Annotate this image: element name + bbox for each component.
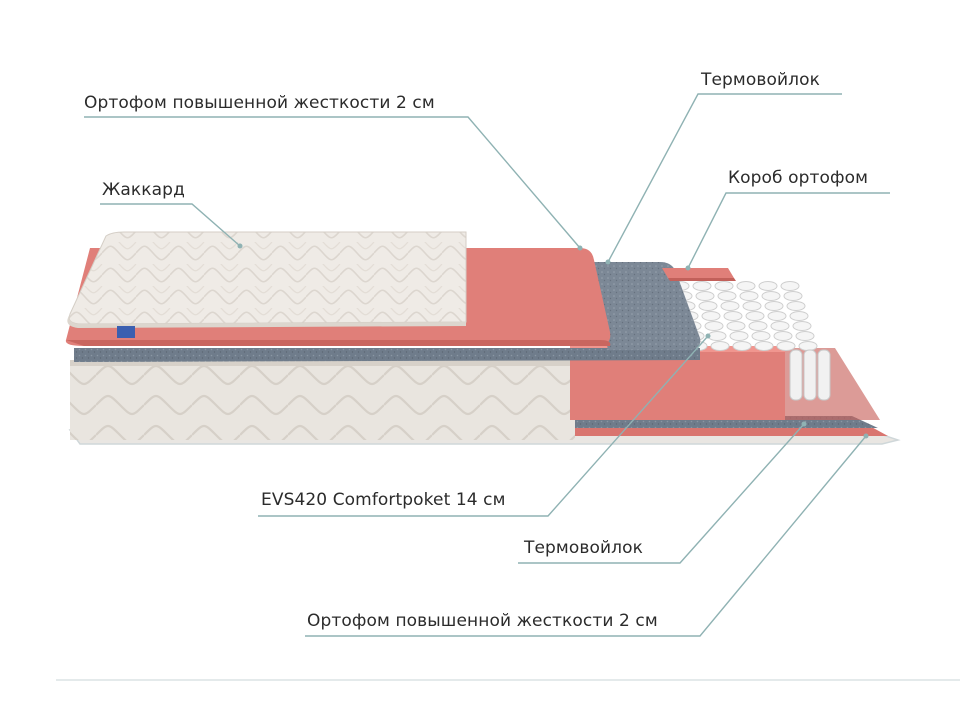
spring-coil-top	[702, 312, 720, 321]
spring-coil-top	[784, 292, 802, 301]
leader-ortofom-bot	[305, 436, 866, 636]
spring-coil-top	[715, 282, 733, 291]
leader-dot-termo-bot	[802, 422, 807, 427]
spring-coil-top	[718, 292, 736, 301]
spring-coil-top	[737, 282, 755, 291]
spring-coil-top	[696, 292, 714, 301]
label-ortofom-bottom: Ортофом повышенной жесткости 2 см	[307, 611, 658, 631]
leader-dot-ortofom-top	[578, 246, 583, 251]
leader-dot-evs	[706, 334, 711, 339]
leader-dot-termo-top	[606, 260, 611, 265]
spring-coil-top	[705, 322, 723, 331]
label-termovoilok-top: Термовойлок	[701, 70, 820, 90]
spring-coil-top	[796, 332, 814, 341]
spring-coil-top	[724, 312, 742, 321]
leader-korob	[688, 193, 890, 268]
felt-layer-middle	[74, 348, 700, 362]
spring-coil-top	[743, 302, 761, 311]
spring-coil-top	[752, 332, 770, 341]
spring-coil-top	[755, 342, 773, 351]
spring-coil-top	[799, 342, 817, 351]
leader-dot-ortofom-bot	[864, 434, 869, 439]
spring-coil-top	[740, 292, 758, 301]
brand-tag	[117, 326, 135, 338]
spring-coil-top	[787, 302, 805, 311]
spring-coil-top	[693, 282, 711, 291]
spring-coil-top	[777, 342, 795, 351]
spring-coil-top	[699, 302, 717, 311]
spring-coil-top	[721, 302, 739, 311]
spring-coil-top	[774, 332, 792, 341]
spring-cylinder	[804, 350, 816, 400]
spring-coil-top	[762, 292, 780, 301]
spring-coil-top	[746, 312, 764, 321]
mattress-side-fabric	[70, 360, 575, 440]
spring-coil-top	[765, 302, 783, 311]
spring-coil-top	[711, 342, 729, 351]
label-korob-ortofom: Короб ортофом	[728, 168, 868, 188]
spring-coil-top	[730, 332, 748, 341]
spring-coil-top	[771, 322, 789, 331]
leader-dot-korob	[686, 266, 691, 271]
spring-coil-top	[733, 342, 751, 351]
spring-coil-top	[749, 322, 767, 331]
label-ortofom-top: Ортофом повышенной жесткости 2 см	[84, 93, 435, 113]
label-termovoilok-bottom: Термовойлок	[524, 538, 643, 558]
spring-coil-top	[768, 312, 786, 321]
spring-coil-top	[790, 312, 808, 321]
spring-coil-top	[781, 282, 799, 291]
spring-cylinder	[790, 350, 802, 400]
spring-coil-top	[708, 332, 726, 341]
label-evs420: EVS420 Comfortpoket 14 см	[261, 490, 506, 510]
spring-coil-top	[759, 282, 777, 291]
label-jacquard: Жаккард	[102, 180, 185, 200]
spring-coil-top	[793, 322, 811, 331]
foam-box-rim	[662, 268, 736, 281]
spring-cylinder	[818, 350, 830, 400]
leader-dot-jacquard	[238, 244, 243, 249]
spring-coil-top	[727, 322, 745, 331]
jacquard-cover	[67, 232, 466, 338]
